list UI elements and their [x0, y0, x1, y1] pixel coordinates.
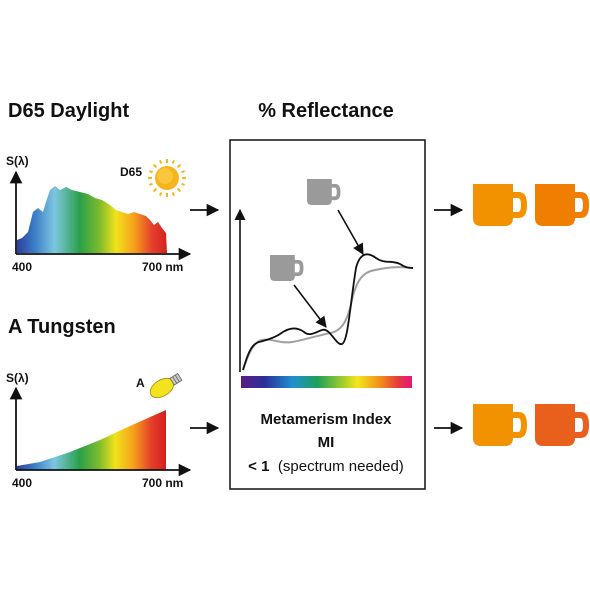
tungsten-mug-1: [473, 404, 527, 446]
tungsten-axis-label: S(λ): [6, 371, 29, 385]
tungsten-title: A Tungsten: [8, 316, 116, 338]
d65-source-label: D65: [120, 165, 142, 179]
bulb-icon: [149, 372, 183, 399]
daylight-mug-2: [535, 184, 589, 226]
d65-axis-label: S(λ): [6, 154, 29, 168]
metamerism-title: Metamerism Index: [261, 411, 393, 428]
d65-tick-start: 400: [12, 260, 32, 274]
arrow-bottom-mug-to-curve: [293, 284, 327, 328]
tungsten-mug-2: [535, 404, 589, 446]
tungsten-tick-start: 400: [12, 476, 32, 490]
d65-title: D65 Daylight: [8, 100, 129, 122]
metamerism-abbr: MI: [318, 434, 335, 451]
arrow-top-mug-to-curve: [337, 209, 364, 255]
tungsten-source-label: A: [136, 376, 145, 390]
reflectance-curve-black: [242, 253, 414, 371]
visible-spectrum-bar: [241, 376, 412, 388]
metamerism-value-note: (spectrum needed): [278, 458, 404, 475]
sun-icon: [148, 159, 186, 197]
daylight-mug-1: [473, 184, 527, 226]
d65-tick-end: 700 nm: [142, 260, 183, 274]
d65-spectrum: [17, 186, 167, 253]
tungsten-tick-end: 700 nm: [142, 476, 183, 490]
metamerism-value-prefix: < 1: [248, 458, 269, 475]
tungsten-spectrum: [17, 410, 166, 470]
metamerism-value: < 1 (spectrum needed): [248, 458, 404, 475]
reflectance-title: % Reflectance: [258, 100, 394, 122]
